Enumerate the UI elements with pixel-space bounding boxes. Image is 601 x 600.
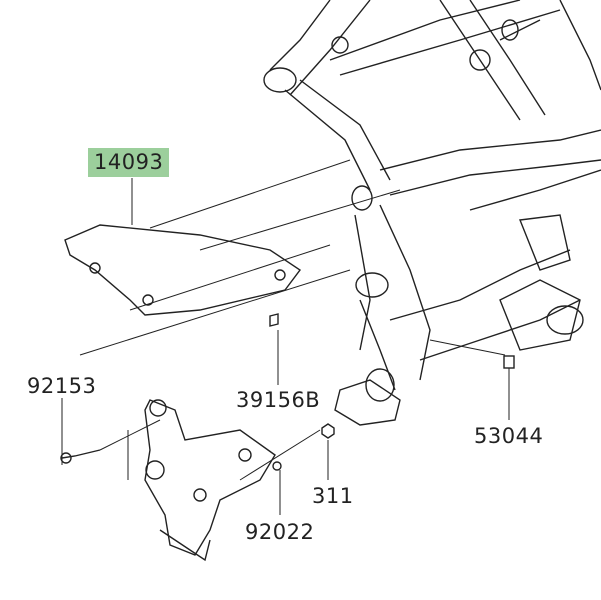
damper-39156B-drawing — [269, 313, 279, 327]
nut-311-drawing — [321, 423, 335, 439]
part-label-311[interactable]: 311 — [312, 484, 354, 508]
part-label-92022[interactable]: 92022 — [245, 520, 315, 544]
footpeg-bracket-part — [144, 399, 276, 562]
part-label-14093[interactable]: 14093 — [88, 148, 170, 177]
frame-drawing — [263, 0, 601, 426]
part-label-39156B[interactable]: 39156B — [236, 388, 321, 412]
chain-guard-part — [64, 224, 302, 316]
bolt-92153-drawing — [61, 449, 101, 459]
washer-92022-drawing — [272, 461, 282, 471]
collar-53044-drawing — [503, 355, 515, 369]
part-label-53044[interactable]: 53044 — [474, 424, 544, 448]
part-label-92153[interactable]: 92153 — [27, 374, 97, 398]
